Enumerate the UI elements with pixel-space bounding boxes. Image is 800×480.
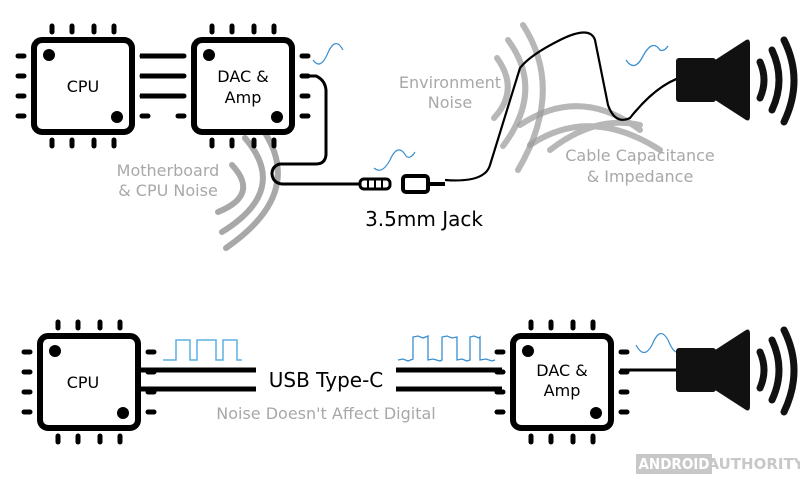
watermark-box-text: ANDROID [638,455,709,473]
dac-label-line2: Amp [225,88,262,107]
jack-sine-wave-icon [373,149,416,171]
dac-amp-chip-icon [178,26,308,146]
speaker-icon [676,40,794,123]
cpu-label: CPU [67,77,100,96]
output-sine-wave-icon [635,333,677,354]
digital-dac-label-line1: DAC & [536,361,587,380]
noisy-square-wave-icon [397,335,496,362]
android-authority-watermark: ANDROID AUTHORITY [636,454,800,474]
noise-note: Noise Doesn't Affect Digital [216,404,436,423]
motherboard-noise-label-line1: Motherboard [117,161,220,180]
environment-noise-label-line2: Noise [428,93,472,112]
cable-noise-arcs-icon [517,103,663,153]
noisy-sine-wave-icon [625,44,669,67]
dac-label-line1: DAC & [217,67,268,86]
cable-noise-label-line1: Cable Capacitance [565,146,715,165]
digital-cpu-label: CPU [67,373,100,392]
usb-lines-right [396,367,502,392]
watermark-text: AUTHORITY [707,455,800,473]
environment-noise-label-line1: Environment [399,73,501,92]
usb-lines-left [137,367,256,392]
cable-noise-label-line2: & Impedance [587,167,694,186]
clean-sine-wave-icon [312,43,344,65]
square-wave-icon [163,339,242,361]
motherboard-noise-arcs-icon [215,120,281,251]
environment-noise-arcs-icon [491,22,546,173]
digital-dac-label-line2: Amp [544,381,581,400]
usb-type-c-label: USB Type-C [269,368,384,392]
audio-jack-icon [358,174,445,194]
headphone-cable [444,31,691,182]
motherboard-noise-label-line2: & CPU Noise [118,181,218,200]
jack-label: 3.5mm Jack [365,207,483,231]
speaker-icon-digital [676,330,794,413]
analog-wire [270,74,360,186]
